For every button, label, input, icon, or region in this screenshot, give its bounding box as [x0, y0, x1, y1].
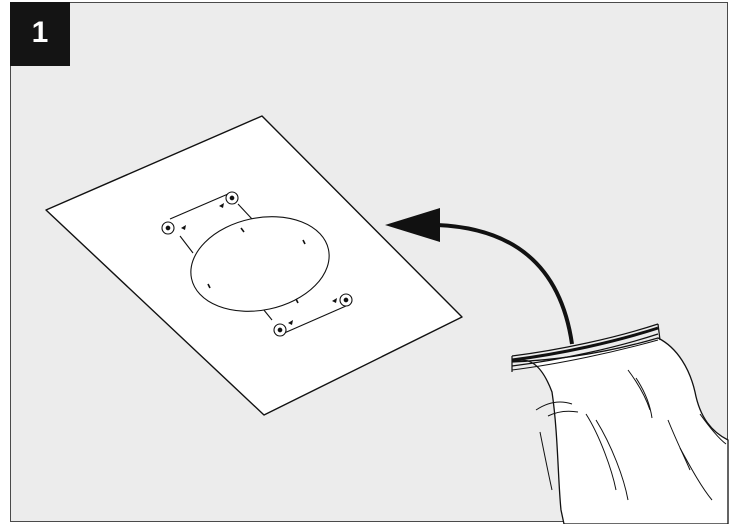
mounting-hole-top-left: [161, 221, 175, 235]
mounting-hole-top-right: [225, 191, 239, 205]
mounting-hole-bottom-right: [339, 293, 353, 307]
plastic-bag-icon: [511, 323, 729, 524]
mounting-hole-bottom-left: [273, 323, 287, 337]
step-number-badge: 1: [10, 2, 70, 66]
template-sheet-icon: [45, 115, 463, 416]
curved-arrow-icon: [385, 208, 574, 345]
